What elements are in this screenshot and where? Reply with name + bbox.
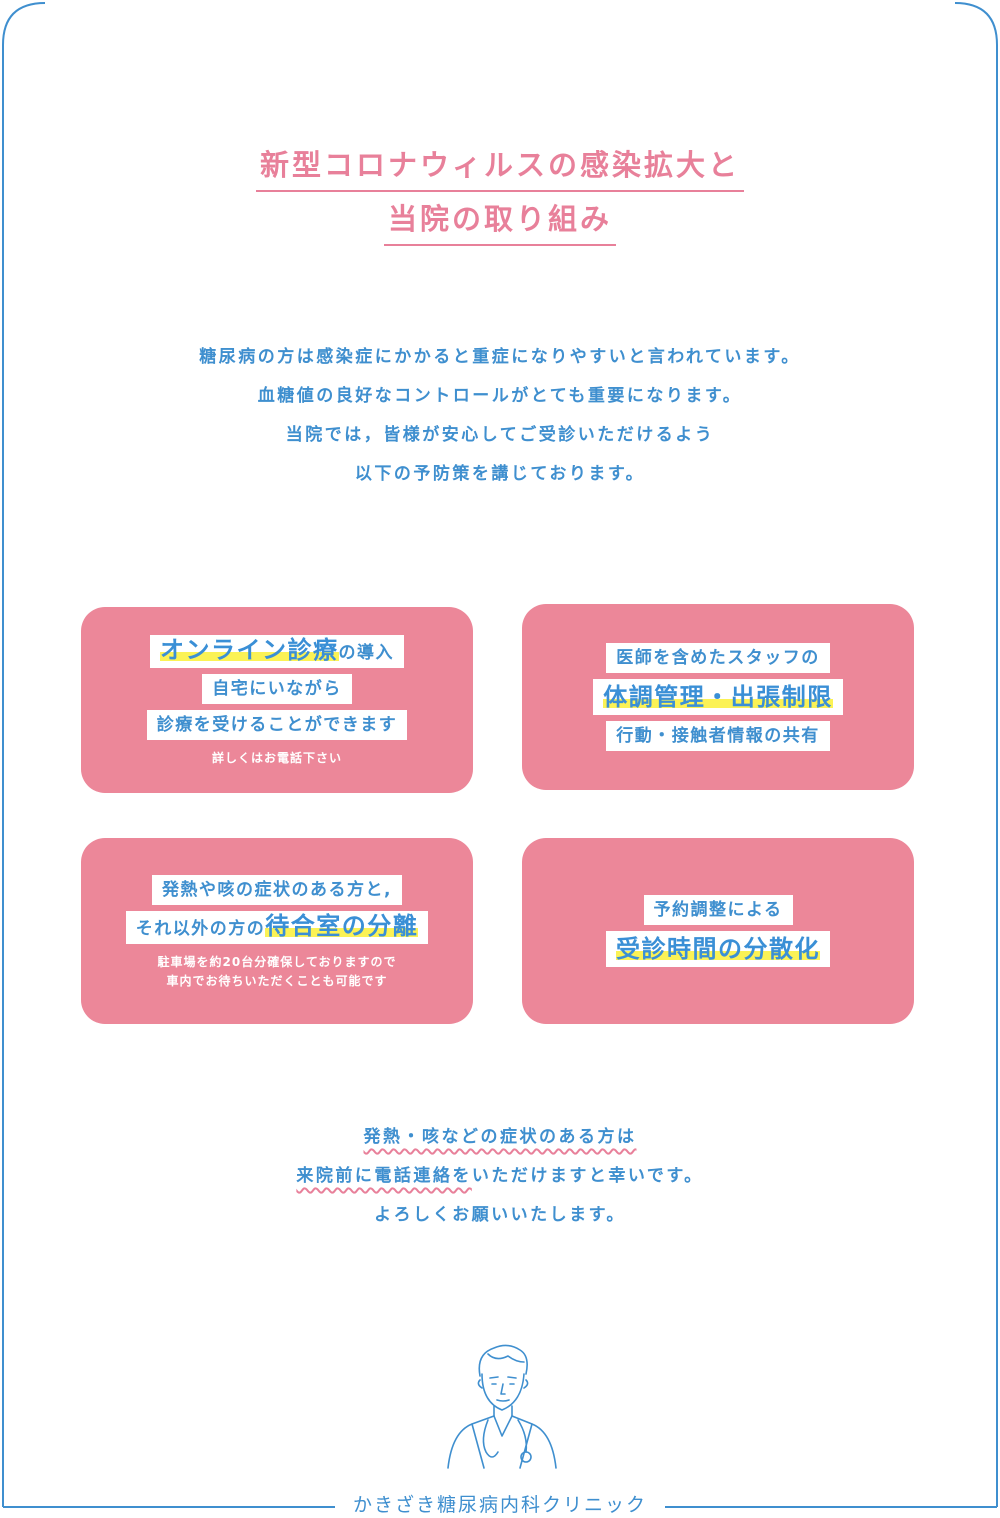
highlight-text: 待合室の分離 (265, 911, 419, 940)
card-reservation-line: 予約調整による (643, 895, 793, 925)
headline-suffix: の導入 (338, 643, 394, 663)
closing-underlined-text: 来院前に電話連絡を (296, 1166, 472, 1186)
closing-line-1-text: 発熱・咳などの症状のある方は (363, 1127, 637, 1147)
note-line: 車内でお待ちいただくことも可能です (166, 973, 388, 988)
card-staff-line: 行動・接触者情報の共有 (606, 721, 830, 751)
note-line: 駐車場を約20台分確保しておりますので (157, 954, 397, 969)
intro-line: 以下の予防策を講じております。 (354, 464, 646, 484)
card-separation-line: 発熱や咳の症状のある方と, (152, 874, 402, 905)
page-title-line-2: 当院の取り組み (383, 196, 616, 246)
closing-line-2-rest: いただけますと幸いです。 (471, 1166, 704, 1186)
card-online-headline: オンライン診療の導入 (150, 635, 404, 668)
card-staff-health: 医師を含めたスタッフの 体調管理・出張制限 行動・接触者情報の共有 (522, 604, 914, 790)
card-separation-headline: それ以外の方の待合室の分離 (125, 910, 429, 944)
card-reservation-adjustment: 予約調整による 受診時間の分散化 (522, 838, 914, 1024)
card-waiting-room-separation: 発熱や咳の症状のある方と, それ以外の方の待合室の分離 駐車場を約20台分確保し… (81, 838, 473, 1024)
card-online-line: 診療を受けることができます (146, 710, 408, 740)
intro-paragraph: 糖尿病の方は感染症にかかると重症になりやすいと言われています。 血糖値の良好なコ… (0, 338, 1000, 494)
intro-line: 当院では，皆様が安心してご受診いただけるよう (285, 425, 715, 445)
card-online-consultation: オンライン診療の導入 自宅にいながら 診療を受けることができます 詳しくはお電話… (81, 607, 473, 793)
title-line-2: 当院の取り組み (0, 196, 1000, 246)
highlight-text: 体調管理・出張制限 (603, 683, 833, 711)
title-line-1: 新型コロナウィルスの感染拡大と (0, 142, 1000, 192)
card-online-note: 詳しくはお電話下さい (211, 751, 342, 765)
closing-line-2: 来院前に電話連絡をいただけますと幸いです。 (0, 1157, 1000, 1196)
headline-prefix: それ以外の方の (135, 918, 266, 939)
closing-message: 発熱・咳などの症状のある方は 来院前に電話連絡をいただけますと幸いです。 よろし… (0, 1118, 1000, 1235)
footer: かきざき糖尿病内科クリニック (0, 1492, 1000, 1518)
intro-line: 糖尿病の方は感染症にかかると重症になりやすいと言われています。 (199, 347, 801, 367)
card-reservation-headline: 受診時間の分散化 (606, 931, 830, 967)
page-title-line-1: 新型コロナウィルスの感染拡大と (255, 142, 744, 192)
highlight-text: 受診時間の分散化 (616, 935, 820, 963)
intro-line: 血糖値の良好なコントロールがとても重要になります。 (257, 386, 743, 406)
card-online-line: 自宅にいながら (202, 674, 352, 704)
card-separation-note: 駐車場を約20台分確保しておりますので 車内でお待ちいただくことも可能です (158, 953, 397, 991)
card-staff-line: 医師を含めたスタッフの (606, 643, 830, 673)
doctor-illustration-icon (447, 1344, 557, 1469)
clinic-name: かきざき糖尿病内科クリニック (340, 1492, 659, 1518)
highlight-text: オンライン診療 (160, 636, 339, 664)
closing-line-1: 発熱・咳などの症状のある方は (0, 1118, 1000, 1157)
card-staff-headline: 体調管理・出張制限 (593, 679, 843, 715)
closing-line-3: よろしくお願いいたします。 (374, 1205, 626, 1225)
